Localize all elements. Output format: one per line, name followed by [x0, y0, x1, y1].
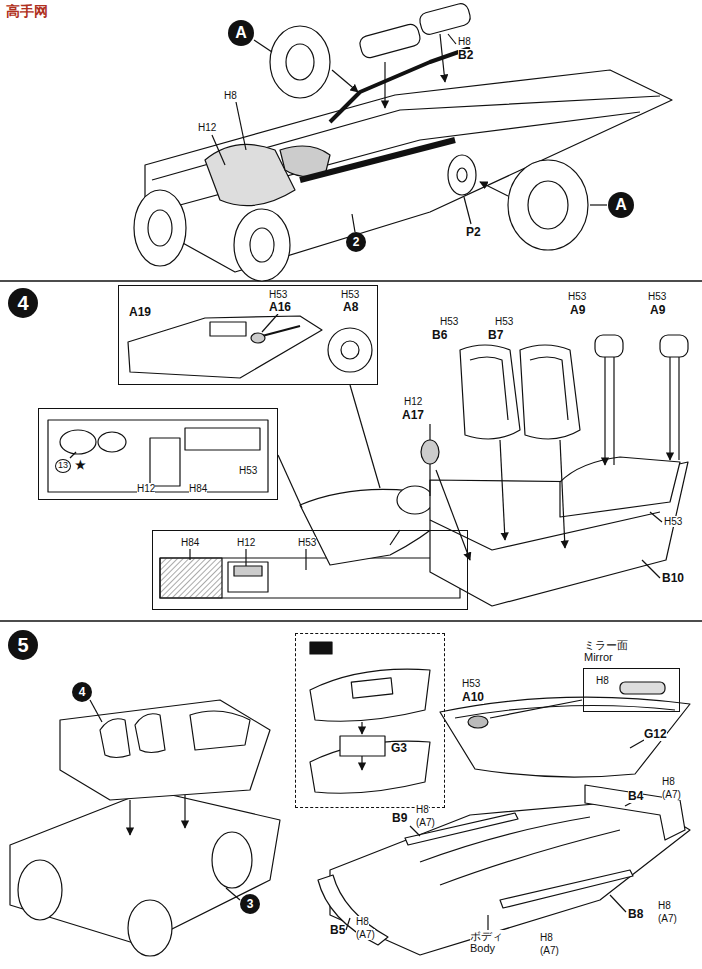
note-text: ボディ Body — [470, 930, 510, 954]
circle-text: A — [615, 197, 627, 213]
note-text: ミラー面 Mirror — [584, 639, 634, 663]
inset-box: H53A16H53A8A19 — [118, 285, 378, 385]
part-number: B2 — [458, 49, 473, 62]
part-number: B9 — [392, 812, 407, 825]
paint-code: H12 — [404, 396, 422, 407]
circle-letter: A — [228, 20, 254, 46]
paint-code: H53 — [568, 291, 586, 302]
circle-text: A — [235, 25, 247, 41]
step-reference: 4 — [72, 682, 92, 702]
inset-box: 13 ★ H12 H84 H53 — [38, 408, 278, 500]
paint-code: H53 — [664, 516, 682, 527]
detail-box: ミラー面 MirrorH8 — [583, 668, 680, 712]
part-number: B4 — [628, 790, 643, 803]
step-reference: 2 — [346, 232, 366, 252]
paint-code: H53 — [648, 291, 666, 302]
paint-code: H8 — [356, 916, 369, 927]
paint-code: (A7) — [540, 945, 559, 956]
paint-code: H53 — [495, 316, 513, 327]
part-number: B7 — [488, 329, 503, 342]
paint-code: H53 — [239, 465, 257, 476]
paint-code: H53 — [269, 289, 287, 300]
part-number: B6 — [432, 329, 447, 342]
circle-text: 4 — [79, 686, 86, 698]
part-number: A9 — [570, 304, 585, 317]
circle-text: 2 — [353, 236, 360, 248]
step-number: 4 — [8, 288, 38, 318]
part-number: A8 — [343, 301, 358, 314]
paint-code: H12 — [237, 537, 255, 548]
circle-letter: A — [608, 192, 634, 218]
paint-code: H8 — [658, 900, 671, 911]
paint-code: (A7) — [658, 913, 677, 924]
paint-code: (A7) — [356, 929, 375, 940]
part-number: B8 — [628, 908, 643, 921]
paint-code: H53 — [462, 678, 480, 689]
watermark: 高手网 — [6, 4, 48, 19]
circle-text: 3 — [247, 898, 254, 910]
paint-code: H8 — [224, 90, 237, 101]
part-number: A17 — [402, 409, 424, 422]
part-number: ★ — [75, 459, 86, 472]
paint-code: H8 — [458, 36, 471, 47]
part-number: A16 — [269, 301, 291, 314]
step-reference: 3 — [240, 894, 260, 914]
part-number: B5 — [330, 924, 345, 937]
paint-code: (A7) — [416, 817, 435, 828]
paint-code: H8 — [662, 776, 675, 787]
paint-code: H53 — [440, 316, 458, 327]
paint-code: H12 — [198, 122, 216, 133]
paint-code: H12 — [137, 483, 155, 494]
circle-text: 5 — [17, 635, 28, 655]
part-number: P2 — [466, 226, 481, 239]
paint-code: H8 — [416, 804, 429, 815]
circle-text: 4 — [17, 293, 28, 313]
paint-code: H53 — [298, 537, 316, 548]
part-number: G12 — [644, 728, 667, 741]
part-number: G3 — [391, 742, 407, 755]
part-number: B10 — [662, 572, 684, 585]
paint-code: H53 — [341, 289, 359, 300]
paint-code: H8 — [596, 675, 609, 686]
step-number: 5 — [8, 630, 38, 660]
circled-number: 13 — [55, 459, 71, 473]
paint-code: H84 — [189, 483, 207, 494]
inset-box: H84 H12 H53 — [152, 530, 468, 610]
optional-box: G3 — [295, 633, 445, 808]
paint-code: (A7) — [662, 789, 681, 800]
paint-code: H8 — [540, 932, 553, 943]
part-number: A19 — [129, 306, 151, 319]
part-number: A9 — [650, 304, 665, 317]
part-number: A10 — [462, 691, 484, 704]
paint-code: H84 — [181, 537, 199, 548]
